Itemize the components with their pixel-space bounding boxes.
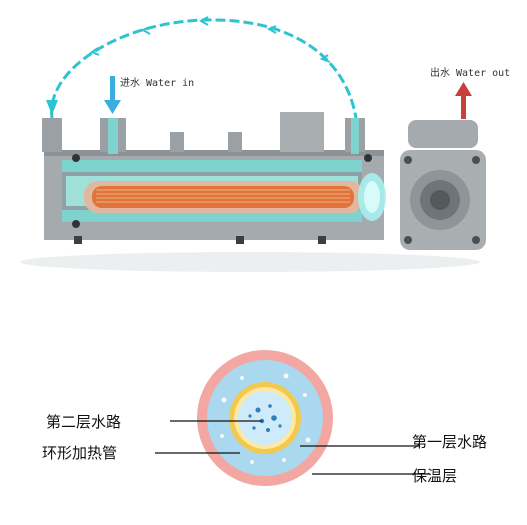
down-arrow-icon xyxy=(104,100,121,114)
flow-chevron-icon xyxy=(266,25,277,34)
flow-chevron-icon xyxy=(89,47,100,56)
label-ring-heating-tube: 环形加热管 xyxy=(42,444,117,462)
label-insulation-layer: 保温层 xyxy=(412,467,457,485)
heater-housing xyxy=(20,112,480,272)
cross-section xyxy=(197,350,333,486)
flow-chevron-icon xyxy=(319,54,331,63)
outlet-pump-block xyxy=(400,120,486,250)
water-out-label: 出水 Water out xyxy=(430,66,510,79)
flow-chevron-icon xyxy=(198,16,209,26)
flow-arrowhead-icon xyxy=(46,100,58,115)
flow-loop-icon xyxy=(50,18,358,119)
label-first-water-path: 第一层水路 xyxy=(412,433,487,451)
second-water-core xyxy=(238,391,292,445)
water-out-indicator: 出水 Water out xyxy=(430,66,510,119)
leader-lines xyxy=(155,420,430,475)
label-second-water-path: 第二层水路 xyxy=(46,413,121,431)
up-arrow-icon xyxy=(455,82,472,96)
water-in-label: 进水 Water in xyxy=(120,77,194,89)
flow-chevron-icon xyxy=(140,26,151,35)
circulation-loop xyxy=(46,16,358,119)
water-in-indicator: 进水 Water in xyxy=(104,76,194,114)
